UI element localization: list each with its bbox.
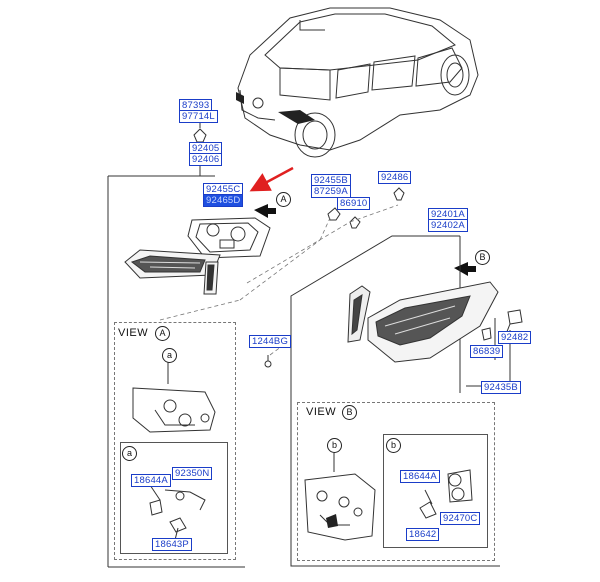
part-92455B[interactable]: 92455B [311, 174, 351, 187]
view-a-sub-illustration [149, 484, 206, 541]
part-18644A-view-b[interactable]: 18644A [400, 470, 440, 483]
view-b-frame [297, 402, 495, 561]
part-92465D[interactable]: 92465D [203, 194, 244, 207]
part-92470C[interactable]: 92470C [440, 512, 481, 525]
part-92486[interactable]: 92486 [378, 171, 412, 184]
part-86910[interactable]: 86910 [337, 197, 371, 210]
view-a-direction-marker: A [276, 192, 291, 207]
part-87259A[interactable]: 87259A [311, 185, 351, 198]
view-b-sub-marker: b [327, 438, 342, 453]
view-a-sub-marker: a [162, 348, 177, 363]
view-a-frame [114, 322, 236, 560]
part-18644A-view-a[interactable]: 18644A [131, 474, 171, 487]
gasket-illustration [187, 217, 271, 259]
view-a-illustration [132, 362, 216, 433]
part-92350N[interactable]: 92350N [172, 467, 213, 480]
view-a-arrow [254, 204, 276, 218]
outer-lamp-illustration [347, 281, 499, 363]
view-b-sub-frame [383, 434, 488, 548]
part-1244BG[interactable]: 1244BG [249, 335, 292, 348]
view-b-title: VIEW [306, 406, 337, 418]
view-a-sub-frame [120, 442, 228, 554]
view-a-marker: A [155, 326, 170, 341]
inner-lamp-illustration [124, 249, 221, 295]
part-92406[interactable]: 92406 [189, 153, 223, 166]
part-18643P[interactable]: 18643P [152, 538, 192, 551]
view-b-arrow [454, 262, 476, 276]
part-92402A[interactable]: 92402A [428, 219, 468, 232]
view-b-sub-box-marker: b [386, 438, 401, 453]
part-97714L[interactable]: 97714L [179, 110, 218, 123]
part-92482[interactable]: 92482 [498, 331, 532, 344]
pointer-arrow [249, 166, 294, 192]
view-b-marker: B [342, 405, 357, 420]
vehicle-illustration [237, 7, 479, 158]
part-86839[interactable]: 86839 [470, 345, 504, 358]
part-18642[interactable]: 18642 [406, 528, 440, 541]
view-b-direction-marker: B [475, 250, 490, 265]
view-a-title: VIEW [118, 327, 149, 339]
part-92435B[interactable]: 92435B [481, 381, 521, 394]
view-b-sub-illustration [419, 469, 473, 519]
view-a-sub-box-marker: a [122, 446, 137, 461]
